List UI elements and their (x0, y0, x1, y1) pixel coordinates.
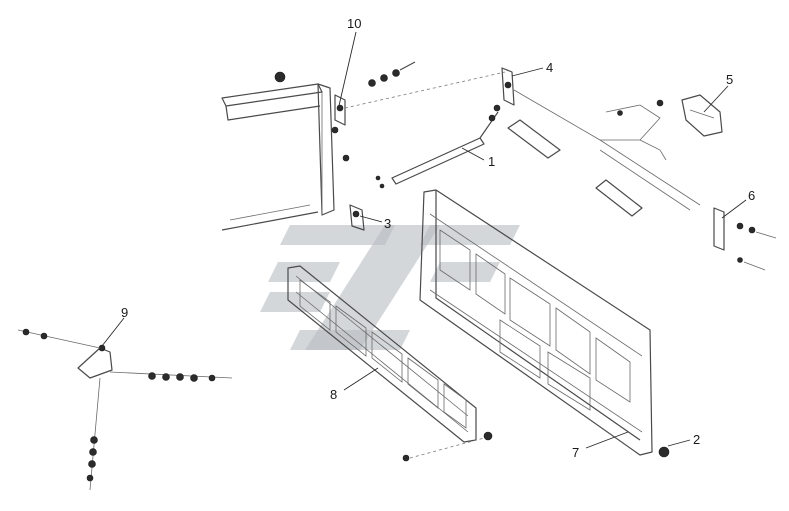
callout-9: 9 (101, 305, 128, 347)
reflector-pads (507, 119, 643, 217)
callout-7: 7 (572, 431, 629, 460)
svg-text:8: 8 (330, 387, 337, 402)
part-5-latch (600, 94, 723, 161)
part-9-bracket (17, 328, 233, 491)
svg-text:9: 9 (121, 305, 128, 320)
svg-text:7: 7 (572, 445, 579, 460)
watermark-logo (260, 225, 520, 350)
callout-1: 1 (461, 147, 495, 169)
part-10-bolt (334, 61, 506, 126)
svg-text:2: 2 (693, 432, 700, 447)
part-7-tailgate (419, 189, 670, 458)
svg-text:1: 1 (488, 154, 495, 169)
callouts: 10 4 5 1 6 3 9 8 (101, 16, 755, 460)
part-8-panel (287, 265, 493, 462)
svg-text:3: 3 (384, 216, 391, 231)
part-4-hinge (501, 67, 701, 211)
callout-4: 4 (511, 60, 553, 77)
svg-text:10: 10 (347, 16, 361, 31)
svg-text:6: 6 (748, 188, 755, 203)
bed-side-rail (221, 71, 350, 231)
callout-10: 10 (337, 16, 361, 111)
svg-text:4: 4 (546, 60, 553, 75)
callout-6: 6 (721, 188, 755, 219)
part-1-strut (375, 104, 501, 189)
callout-5: 5 (703, 72, 733, 113)
part-3-bracket (349, 204, 365, 231)
svg-text:5: 5 (726, 72, 733, 87)
callout-8: 8 (330, 367, 379, 402)
callout-3: 3 (359, 215, 391, 231)
callout-2: 2 (667, 432, 700, 447)
part-6-hinge (713, 207, 777, 271)
